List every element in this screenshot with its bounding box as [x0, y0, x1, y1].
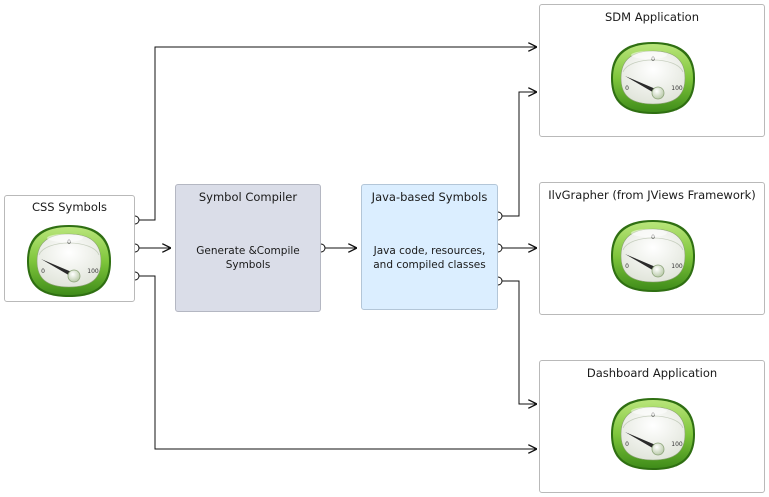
node-description-line: Java code, resources, [373, 245, 486, 257]
gauge-max-label: 100 [671, 85, 683, 92]
node-title: IlvGrapher (from JViews Framework) [548, 188, 756, 202]
gauge-zero-label: 0 [651, 56, 655, 63]
gauge-graphic: 0 0 100 [27, 225, 111, 297]
node-title: Dashboard Application [586, 366, 718, 380]
node-dashboard-application[interactable]: Dashboard Application 0 0 100 [539, 360, 765, 493]
node-description-line: and compiled classes [373, 259, 486, 271]
connector-java-to-sdm [502, 92, 537, 217]
gauge-zero-label: 0 [651, 234, 655, 241]
node-title: Java-based Symbols [371, 190, 488, 204]
gauge-hub [651, 264, 665, 278]
gauge-needle [41, 259, 74, 277]
gauge-needle [625, 254, 658, 272]
gauge-hub [651, 86, 665, 100]
node-description-line: Generate &Compile [196, 245, 300, 257]
gauge-icon: 0 0 100 [603, 394, 703, 478]
gauge-needle [625, 432, 658, 450]
connector-java-to-dashboard [502, 280, 537, 404]
gauge-zero-label: 0 [67, 239, 71, 246]
gauge-min-label: 0 [41, 268, 45, 275]
gauge-min-label: 0 [625, 263, 629, 270]
gauge-max-label: 100 [87, 268, 99, 275]
gauge-min-label: 0 [625, 85, 629, 92]
gauge-hub [651, 442, 665, 456]
gauge-graphic: 0 0 100 [611, 398, 695, 470]
gauge-icon: 0 0 100 [19, 221, 119, 305]
gauge-icon: 0 0 100 [603, 216, 703, 300]
node-description-line: Symbols [225, 259, 271, 271]
node-title: Symbol Compiler [198, 190, 298, 204]
node-description: Generate &Compile Symbols [176, 244, 320, 272]
node-ilvgrapher[interactable]: IlvGrapher (from JViews Framework) 0 0 1… [539, 182, 765, 315]
gauge-graphic: 0 0 100 [611, 220, 695, 292]
node-title: CSS Symbols [31, 200, 108, 214]
connector-css-to-dashboard [139, 275, 537, 449]
node-java-based-symbols[interactable]: Java-based Symbols Java code, resources,… [361, 184, 498, 310]
gauge-icon: 0 0 100 [603, 38, 703, 122]
connector-css-to-sdm [139, 47, 537, 221]
gauge-needle [625, 76, 658, 94]
gauge-graphic: 0 0 100 [611, 42, 695, 114]
gauge-hub [67, 269, 81, 283]
node-sdm-application[interactable]: SDM Application 0 0 100 [539, 4, 765, 137]
gauge-max-label: 100 [671, 441, 683, 448]
node-symbol-compiler[interactable]: Symbol Compiler Generate &Compile Symbol… [175, 184, 321, 312]
node-title: SDM Application [605, 10, 699, 24]
node-css-symbols[interactable]: CSS Symbols 0 0 100 [4, 195, 135, 302]
node-description: Java code, resources, and compiled class… [362, 244, 497, 272]
gauge-zero-label: 0 [651, 412, 655, 419]
gauge-min-label: 0 [625, 441, 629, 448]
gauge-max-label: 100 [671, 263, 683, 270]
